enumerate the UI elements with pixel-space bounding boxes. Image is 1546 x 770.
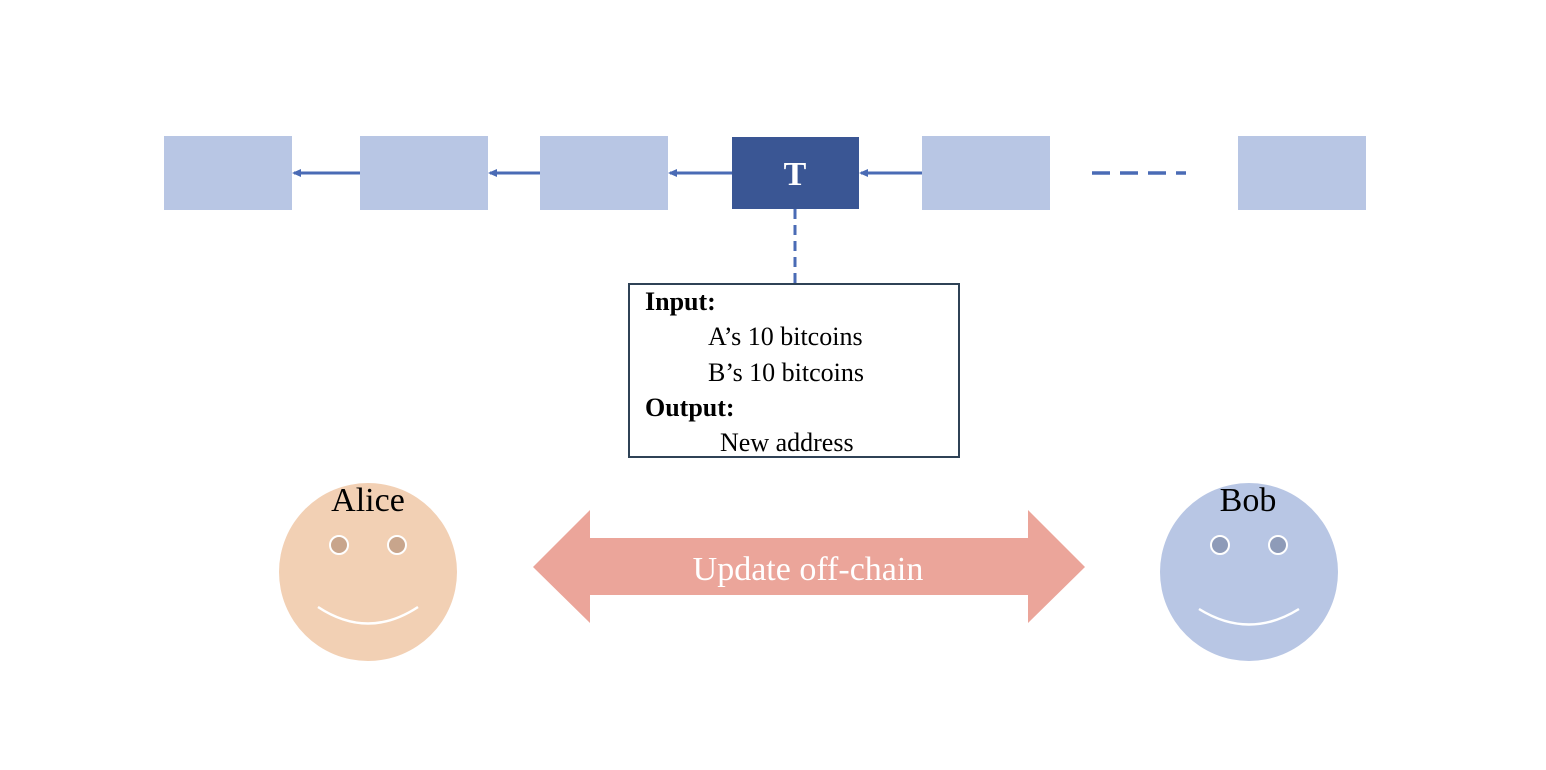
transaction-box: Input: A’s 10 bitcoins B’s 10 bitcoins O… bbox=[628, 283, 960, 458]
bob-smile bbox=[1198, 607, 1300, 626]
alice-smile bbox=[317, 605, 419, 625]
input-heading: Input: bbox=[645, 287, 716, 316]
off-chain-double-arrow bbox=[533, 510, 1085, 623]
block-t-label: T bbox=[784, 156, 807, 193]
alice-face bbox=[279, 483, 457, 661]
input-item-b: B’s 10 bitcoins bbox=[708, 358, 865, 387]
block-5 bbox=[922, 136, 1050, 210]
off-chain-label: Update off-chain bbox=[693, 551, 924, 588]
alice-right-eye bbox=[387, 535, 407, 555]
block-1 bbox=[164, 136, 292, 210]
bob-name: Bob bbox=[1220, 482, 1277, 519]
bob-face bbox=[1160, 483, 1338, 661]
input-item-a: A’s 10 bitcoins bbox=[708, 322, 863, 351]
output-address: New address bbox=[720, 428, 854, 457]
block-2 bbox=[360, 136, 488, 210]
bob-right-eye bbox=[1268, 535, 1288, 555]
block-t bbox=[732, 137, 859, 209]
alice-left-eye bbox=[329, 535, 349, 555]
alice-name: Alice bbox=[331, 482, 405, 519]
bob-left-eye bbox=[1210, 535, 1230, 555]
block-last bbox=[1238, 136, 1366, 210]
block-3 bbox=[540, 136, 668, 210]
output-heading: Output: bbox=[645, 393, 735, 422]
